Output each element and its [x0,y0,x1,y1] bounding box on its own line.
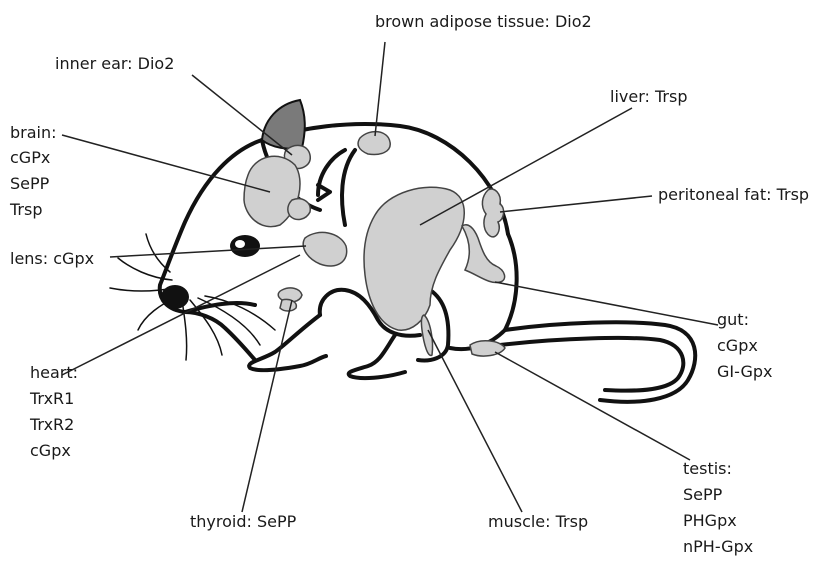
label-inner-ear: inner ear: Dio2 [55,54,174,73]
label-testis-3: nPH-Gpx [683,537,753,556]
leader-testis [495,352,690,460]
label-brown-adipose: brown adipose tissue: Dio2 [375,12,592,31]
label-brain-title: brain: [10,123,57,142]
leader-gut [495,282,718,325]
label-testis-1: SePP [683,485,723,504]
leader-brain [62,135,270,192]
leader-muscle [428,330,522,512]
label-peritoneal-fat: peritoneal fat: Trsp [658,185,809,204]
eye [230,235,260,257]
label-heart-title: heart: [30,363,78,382]
lens-organ [303,232,346,266]
label-gut-2: GI-Gpx [717,362,773,381]
label-gut-title: gut: [717,310,749,329]
label-liver: liver: Trsp [610,87,687,106]
label-heart-3: cGpx [30,441,71,460]
nose [161,285,189,309]
label-thyroid: thyroid: SePP [190,512,297,531]
peritoneal-fat-organ [482,189,503,237]
heart-organ [280,299,296,311]
label-heart-2: TrxR2 [29,415,74,434]
label-testis-title: testis: [683,459,732,478]
label-heart-1: TrxR1 [29,389,74,408]
label-lens: lens: cGpx [10,249,94,268]
leader-peritoneal-fat [500,196,652,212]
label-brain-2: SePP [10,174,50,193]
label-gut-1: cGpx [717,336,758,355]
brown-adipose-organ [358,132,390,155]
label-brain-3: Trsp [9,200,43,219]
label-brain-1: cGPx [10,148,50,167]
leader-liver [420,108,632,225]
leader-lens [110,246,306,257]
leader-brown-adipose [375,42,385,136]
label-muscle: muscle: Trsp [488,512,588,531]
label-testis-2: PHGpx [683,511,737,530]
brain-inner [288,199,310,220]
testis-organ [470,341,505,356]
ear-shape [262,100,305,149]
